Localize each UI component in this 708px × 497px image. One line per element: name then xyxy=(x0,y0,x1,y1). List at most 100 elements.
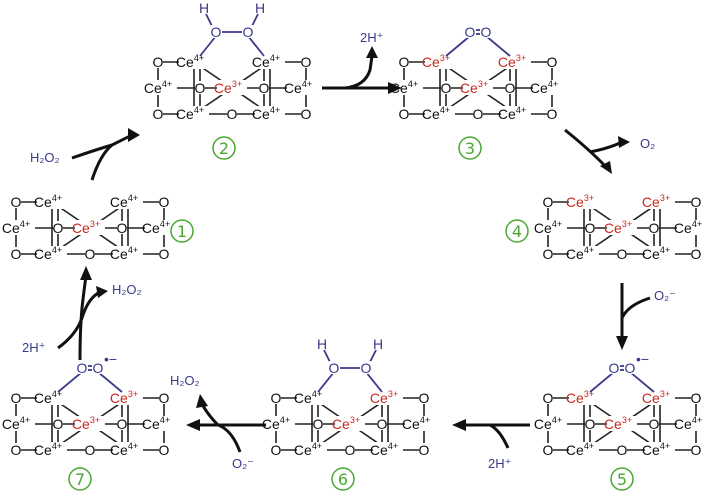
species-h2o2_out_left: H₂O₂ xyxy=(112,282,142,297)
charge-superscript: 4+ xyxy=(128,245,138,255)
atom-backdrop xyxy=(399,107,409,120)
atom-backdrop xyxy=(37,442,67,457)
step-circle xyxy=(458,136,482,160)
oxygen-atom: O xyxy=(271,442,282,458)
atom-backdrop xyxy=(473,107,483,120)
atom-backdrop xyxy=(265,416,295,431)
atom-backdrop xyxy=(227,107,237,120)
bond-line xyxy=(57,371,83,393)
atom-backdrop xyxy=(569,194,599,209)
atom-backdrop xyxy=(691,195,701,208)
oxygen-atom: O xyxy=(159,246,170,262)
superoxide-charge: •− xyxy=(636,351,649,367)
atom-backdrop xyxy=(501,106,531,121)
charge-superscript: 4+ xyxy=(516,105,526,115)
atom-backdrop xyxy=(287,80,317,95)
atom-backdrop xyxy=(649,221,659,234)
charge-superscript: 4+ xyxy=(52,441,62,451)
step-number-1: 1 xyxy=(170,219,194,243)
atom-backdrop xyxy=(625,361,635,374)
atom-backdrop xyxy=(255,106,285,121)
species-o2_out: O₂ xyxy=(640,136,655,151)
species-h2o2_in: H₂O₂ xyxy=(30,150,60,165)
oxygen-atom: O xyxy=(345,442,356,458)
atom-backdrop xyxy=(399,55,409,68)
atom-backdrop xyxy=(11,195,21,208)
atom-backdrop xyxy=(53,417,63,430)
oxygen-atom: O xyxy=(543,390,554,406)
charge-superscript: 4+ xyxy=(162,79,172,89)
atom-backdrop xyxy=(543,443,553,456)
atom-backdrop xyxy=(145,220,175,235)
arrowhead xyxy=(618,136,630,148)
charge-superscript: 4+ xyxy=(270,105,280,115)
charge-superscript: 4+ xyxy=(20,415,30,425)
charge-superscript: 3+ xyxy=(232,79,242,89)
reaction-arrow xyxy=(620,296,651,319)
bond-line xyxy=(629,371,655,393)
atom-backdrop xyxy=(645,246,675,261)
arrowhead xyxy=(186,419,200,431)
atom-backdrop xyxy=(649,417,659,430)
charge-superscript: 4+ xyxy=(584,245,594,255)
charge-superscript: 4+ xyxy=(302,79,312,89)
oxygen-atom: O xyxy=(11,246,22,262)
oxygen-atom: O xyxy=(465,24,476,40)
charge-superscript: 3+ xyxy=(478,79,488,89)
oxygen-atom: O xyxy=(11,390,22,406)
atom-backdrop xyxy=(113,194,143,209)
step-digit: 2 xyxy=(219,139,229,158)
charge-superscript: 4+ xyxy=(660,245,670,255)
atom-backdrop xyxy=(11,391,21,404)
bond-line xyxy=(247,35,265,57)
atom-backdrop xyxy=(159,443,169,456)
atom-backdrop xyxy=(117,417,127,430)
species-h_in_left: 2H⁺ xyxy=(22,340,45,355)
oxygen-atom: O xyxy=(649,220,660,236)
atom-backdrop xyxy=(85,443,95,456)
atom-backdrop xyxy=(271,391,281,404)
atom-backdrop xyxy=(543,247,553,260)
atom-backdrop xyxy=(329,361,339,374)
charge-superscript: 4+ xyxy=(128,193,138,203)
atom-backdrop xyxy=(691,443,701,456)
bond-line xyxy=(251,13,259,27)
hydrogen-atom: H xyxy=(373,336,383,352)
atom-backdrop xyxy=(243,25,253,38)
oxygen-atom: O xyxy=(377,416,388,432)
oxygen-atom: O xyxy=(195,80,206,96)
oxygen-atom: O xyxy=(159,390,170,406)
atom-backdrop xyxy=(543,391,553,404)
charge-superscript: 4+ xyxy=(160,219,170,229)
charge-superscript: 3+ xyxy=(660,193,670,203)
atom-backdrop xyxy=(77,361,87,374)
atom-backdrop xyxy=(297,442,327,457)
reaction-arrow xyxy=(78,275,88,361)
atom-backdrop xyxy=(37,390,67,405)
oxygen-atom: O xyxy=(505,80,516,96)
oxygen-atom: O xyxy=(625,360,636,376)
oxygen-atom: O xyxy=(313,416,324,432)
step-digit: 6 xyxy=(338,470,348,489)
atom-backdrop xyxy=(335,416,365,431)
charge-superscript: 4+ xyxy=(52,245,62,255)
bond-line xyxy=(589,371,615,393)
arrowhead xyxy=(96,286,108,298)
charge-superscript: 3+ xyxy=(584,193,594,203)
atom-backdrop xyxy=(153,107,163,120)
bond-line xyxy=(445,35,471,57)
atom-backdrop xyxy=(179,54,209,69)
charge-superscript: 3+ xyxy=(622,219,632,229)
arrow-layer xyxy=(57,46,651,453)
arrowhead xyxy=(128,128,140,142)
oxygen-atom: O xyxy=(11,194,22,210)
charge-superscript: 3+ xyxy=(660,389,670,399)
step-circle xyxy=(505,219,529,243)
step-circle xyxy=(331,467,355,491)
atom-backdrop xyxy=(645,390,675,405)
arrowhead xyxy=(388,82,402,94)
step-circle xyxy=(68,467,92,491)
atom-backdrop xyxy=(37,246,67,261)
